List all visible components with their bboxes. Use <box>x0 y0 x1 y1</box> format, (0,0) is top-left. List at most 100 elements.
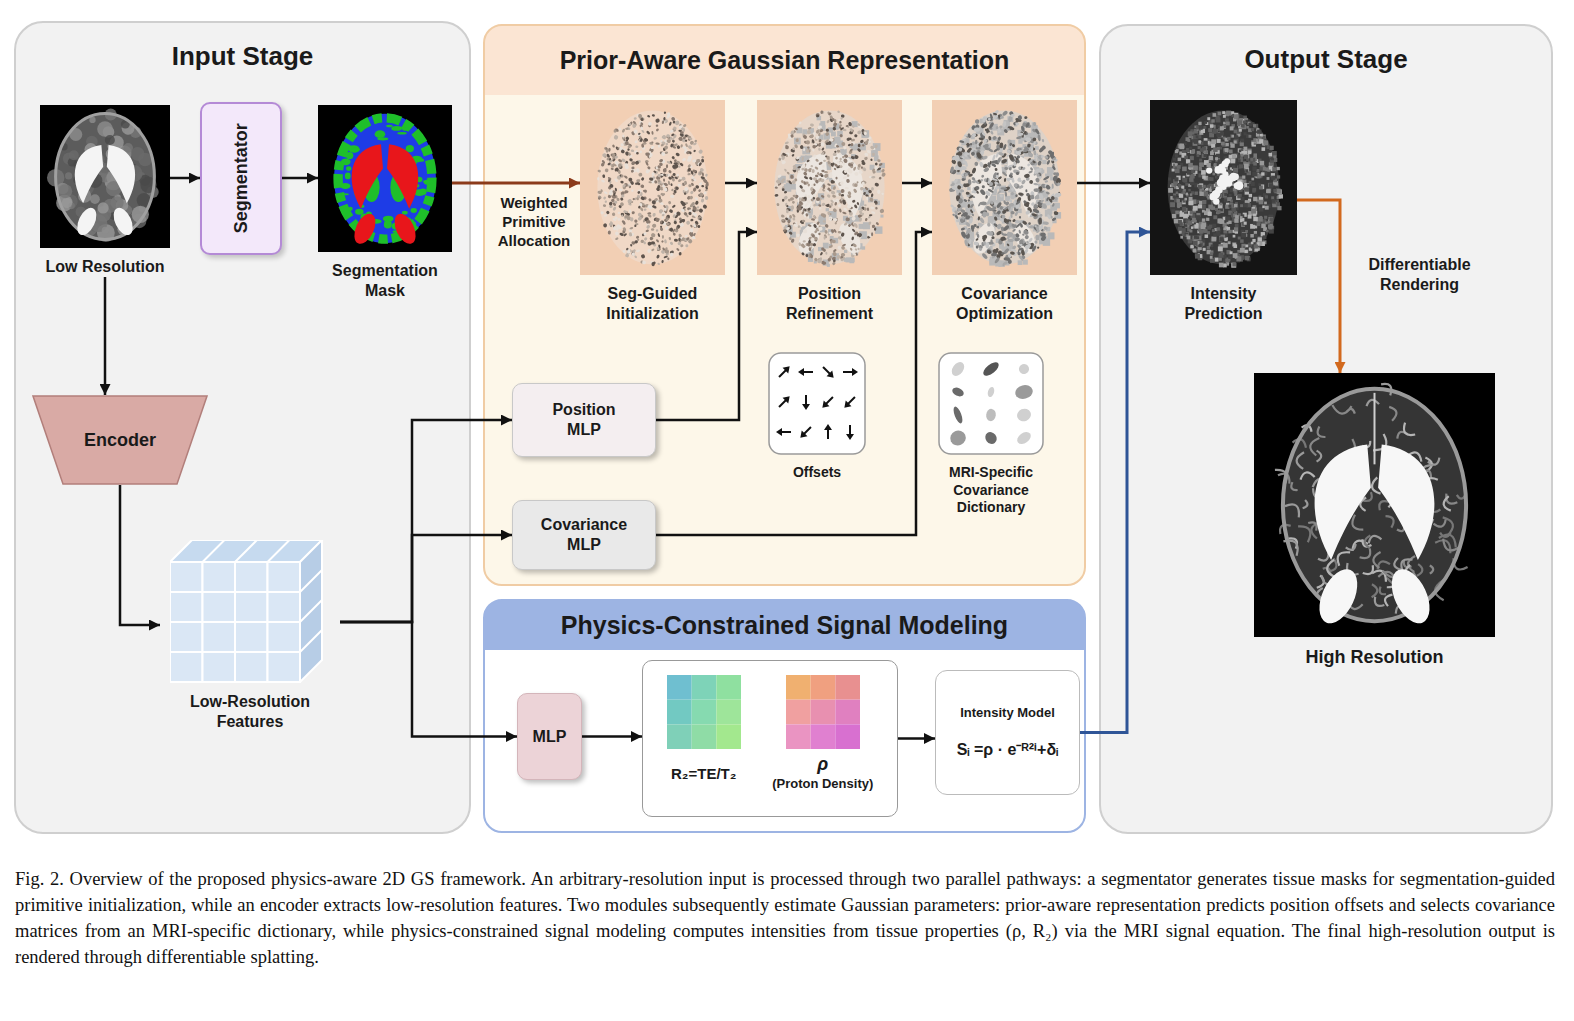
gaussian-primitive <box>866 207 869 211</box>
gaussian-primitive <box>687 167 691 172</box>
gaussian-primitive <box>634 150 639 154</box>
gaussian-primitive <box>832 199 836 203</box>
cube-side <box>300 540 322 682</box>
gaussian-primitive <box>663 117 666 121</box>
gaussian-primitive <box>781 186 785 191</box>
gaussian-primitive <box>826 194 831 199</box>
cortex-blob <box>391 126 402 131</box>
gaussian-primitive <box>680 177 682 179</box>
gaussian-primitive <box>702 178 707 183</box>
gaussian-primitive <box>690 190 694 194</box>
gaussian-primitive <box>620 180 624 183</box>
gaussian-primitive <box>833 167 836 170</box>
gaussian-primitive <box>821 202 826 206</box>
gaussian-primitive <box>695 200 700 205</box>
node-label: Seg-Guided Initialization <box>580 284 725 324</box>
gaussian-primitive <box>1053 211 1058 215</box>
panel-outline <box>15 22 470 833</box>
gaussian-primitive <box>645 219 650 224</box>
gaussian-primitive <box>623 233 627 237</box>
gaussian-primitive <box>864 186 869 191</box>
gaussian-primitive <box>666 222 671 226</box>
gaussian-primitive <box>781 219 785 222</box>
gaussian-primitive <box>677 183 681 187</box>
gaussian-primitive <box>847 143 851 146</box>
gaussian-primitive <box>809 203 813 207</box>
gaussian-primitive <box>660 220 663 224</box>
gaussian-primitive <box>881 192 884 195</box>
gaussian-primitive <box>1002 110 1009 117</box>
gaussian-primitive <box>666 160 671 164</box>
image-background <box>757 100 902 275</box>
gaussian-primitive <box>857 130 862 135</box>
gaussian-primitive <box>804 168 809 173</box>
gaussian-primitive <box>619 202 624 207</box>
tissue-blob <box>69 150 79 160</box>
connector-arrow <box>1297 200 1340 373</box>
gaussian-primitive <box>645 161 649 166</box>
gaussian-primitive <box>618 170 621 174</box>
gaussian-primitive <box>651 131 653 135</box>
connector-arrow <box>1080 232 1150 733</box>
cube-cell <box>235 652 268 682</box>
gaussian-primitive <box>783 229 787 232</box>
gaussian-primitive <box>611 212 615 216</box>
cortex-blob <box>340 183 351 189</box>
gaussian-primitive <box>839 181 844 186</box>
gaussian-primitive <box>691 176 695 180</box>
gaussian-primitive <box>792 166 797 170</box>
gaussian-primitive <box>672 204 676 208</box>
gaussian-primitive <box>669 129 674 133</box>
gaussian-primitive <box>610 167 614 170</box>
gaussian-primitive <box>795 156 800 160</box>
gaussian-primitive <box>663 168 667 171</box>
gaussian-primitive <box>652 205 657 209</box>
gaussian-primitive <box>647 205 651 209</box>
gaussian-primitive <box>665 143 668 146</box>
gaussian-patch <box>988 217 994 223</box>
gaussian-primitive <box>693 149 696 152</box>
gaussian-primitive <box>825 252 827 255</box>
gaussian-primitive <box>597 177 599 181</box>
gaussian-primitive <box>678 252 681 256</box>
gaussian-primitive <box>858 169 862 173</box>
gaussian-primitive <box>622 220 626 225</box>
ventricle <box>969 220 999 257</box>
gaussian-primitive <box>875 207 878 210</box>
gaussian-primitive <box>843 207 848 212</box>
gaussian-primitive <box>634 160 639 165</box>
gaussian-primitive <box>670 144 674 148</box>
gaussian-primitive <box>649 177 654 181</box>
gaussian-primitive <box>810 123 815 127</box>
gaussian-primitive <box>631 252 635 256</box>
gaussian-primitive <box>692 159 696 163</box>
gaussian-primitive <box>836 145 840 148</box>
gaussian-primitive <box>665 218 670 221</box>
trapezoid-shape <box>33 396 207 484</box>
gaussian-primitive <box>693 224 697 228</box>
gaussian-primitive <box>690 224 693 228</box>
gaussian-primitive <box>830 162 834 167</box>
gaussian-primitive <box>638 205 641 209</box>
gaussian-primitive <box>638 179 641 182</box>
gaussian-primitive <box>853 188 858 193</box>
segmentation-mask: Segmentation Mask <box>318 105 452 301</box>
gaussian-primitive <box>636 238 639 241</box>
gaussian-primitive <box>818 125 823 129</box>
gaussian-primitive <box>685 202 689 205</box>
connector-arrow <box>582 735 642 738</box>
gaussian-primitive <box>705 173 708 177</box>
gaussian-primitive <box>868 221 872 225</box>
gaussian-primitive <box>694 213 698 217</box>
gaussian-primitive <box>651 228 654 231</box>
gaussian-primitive <box>810 254 814 258</box>
gaussian-patch <box>999 245 1003 249</box>
gaussian-primitive <box>832 251 837 256</box>
gaussian-primitive <box>657 233 660 238</box>
gaussian-primitive <box>838 236 842 240</box>
gaussian-primitive <box>803 148 806 152</box>
picture-frame <box>932 100 1077 275</box>
gaussian-primitive <box>818 226 823 231</box>
gaussian-primitive <box>653 137 657 140</box>
gaussian-patch <box>875 226 882 233</box>
